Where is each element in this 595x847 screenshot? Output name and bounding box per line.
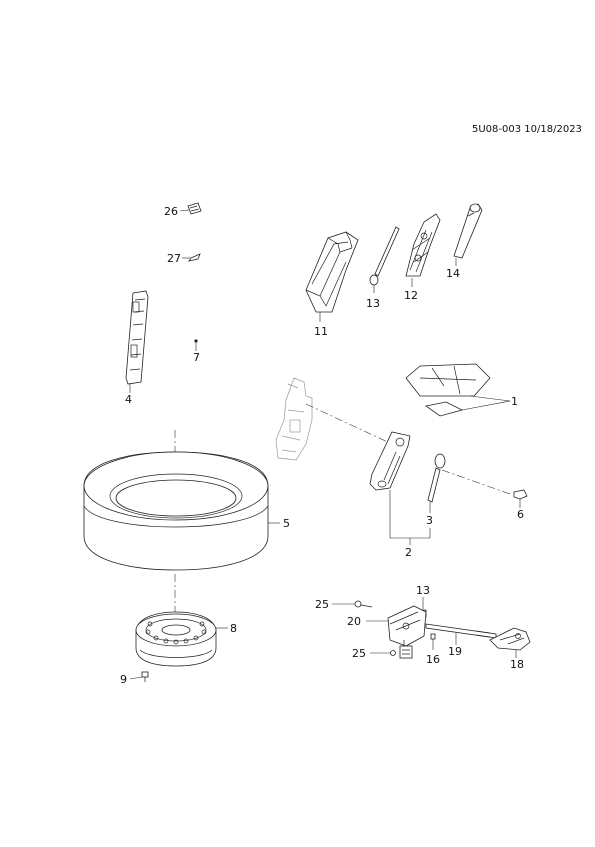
callout-2: 2 bbox=[405, 546, 412, 559]
part-13-handle-rod-upper bbox=[369, 226, 400, 286]
part-6-cap bbox=[513, 489, 528, 500]
part-11-foam-tray bbox=[305, 231, 359, 313]
document-id: 5U08-003 10/18/2023 bbox=[472, 124, 582, 135]
part-8-wheel-rim bbox=[135, 611, 217, 667]
part-18-end-bracket bbox=[489, 627, 531, 651]
callout-7: 7 bbox=[193, 351, 200, 364]
part-5-tire bbox=[83, 451, 269, 571]
part-9-bolt bbox=[141, 671, 149, 682]
callout-20: 20 bbox=[347, 615, 361, 628]
callout-25-upper: 25 bbox=[315, 598, 329, 611]
part-26-clip bbox=[187, 202, 202, 215]
part-19-cable bbox=[425, 623, 497, 639]
callout-4: 4 bbox=[125, 393, 132, 406]
callout-13-upper: 13 bbox=[366, 297, 380, 310]
part-2-tow-eye-holder bbox=[369, 431, 411, 491]
callout-27: 27 bbox=[167, 252, 181, 265]
callout-5: 5 bbox=[283, 517, 290, 530]
callout-16: 16 bbox=[426, 653, 440, 666]
callout-8: 8 bbox=[230, 622, 237, 635]
callout-9: 9 bbox=[120, 673, 127, 686]
callout-11: 11 bbox=[314, 325, 328, 338]
part-4-bracket bbox=[125, 290, 149, 385]
part-25-bolt-upper bbox=[354, 600, 373, 608]
phantom-bracket-outline bbox=[275, 377, 313, 461]
part-1-floor-mat bbox=[405, 363, 491, 417]
part-12-scissor-jack bbox=[405, 213, 441, 277]
callout-19: 19 bbox=[448, 645, 462, 658]
callout-25-lower: 25 bbox=[352, 647, 366, 660]
part-25-bolt-lower bbox=[390, 650, 396, 656]
callout-26: 26 bbox=[164, 205, 178, 218]
part-14-lug-wrench bbox=[453, 203, 483, 259]
part-27-tab bbox=[188, 253, 201, 262]
callout-14: 14 bbox=[446, 267, 460, 280]
part-7-pin bbox=[194, 339, 198, 343]
callout-18: 18 bbox=[510, 658, 524, 671]
part-16-pin bbox=[430, 633, 436, 640]
callout-13-lower: 13 bbox=[416, 584, 430, 597]
callout-3: 3 bbox=[426, 514, 433, 527]
callout-6: 6 bbox=[517, 508, 524, 521]
part-3-tow-eye bbox=[427, 453, 446, 503]
part-20-winch-bracket bbox=[387, 605, 427, 659]
callout-12: 12 bbox=[404, 289, 418, 302]
callout-1: 1 bbox=[511, 395, 518, 408]
